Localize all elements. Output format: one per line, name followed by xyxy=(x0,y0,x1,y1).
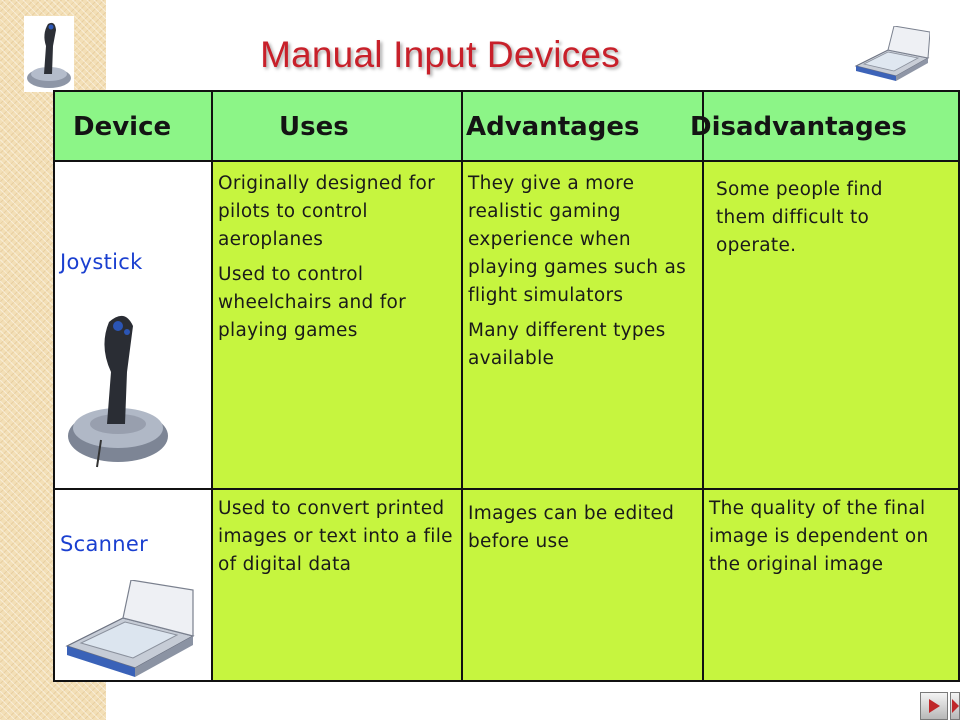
device-label-joystick: Joystick xyxy=(60,250,143,274)
device-cell-joystick: Joystick xyxy=(53,160,213,490)
advantages-text: Many different types available xyxy=(468,320,666,369)
device-label-scanner: Scanner xyxy=(60,532,149,556)
header-disadvantages-label: Disadvantages xyxy=(690,112,907,142)
joystick-icon xyxy=(24,16,74,92)
table-row-scanner: Scanner Used to convert printed images o… xyxy=(53,488,960,682)
header-uses-label: Uses xyxy=(279,112,349,142)
last-slide-button[interactable] xyxy=(950,692,960,720)
devices-table: Device Uses Advantages Disadvantages Joy… xyxy=(53,90,960,682)
disadvantages-cell-scanner: The quality of the final image is depend… xyxy=(702,488,960,682)
advantages-text: They give a more realistic gaming experi… xyxy=(468,173,687,306)
header-row: Device Uses Advantages Disadvantages xyxy=(53,90,960,162)
slide-title: Manual Input Devices xyxy=(260,34,620,75)
header-device-label: Device xyxy=(73,112,172,142)
next-slide-icon xyxy=(929,699,940,713)
next-slide-button[interactable] xyxy=(920,692,948,720)
advantages-text: Images can be edited before use xyxy=(468,503,675,552)
table-row-joystick: Joystick Originally designed for pilots … xyxy=(53,160,960,490)
advantages-cell-joystick: They give a more realistic gaming experi… xyxy=(461,160,704,490)
disadvantages-cell-joystick: Some people find them difficult to opera… xyxy=(702,160,960,490)
header-advantages: Advantages xyxy=(461,90,704,162)
disadvantages-text: Some people find them difficult to opera… xyxy=(716,179,883,256)
disadvantages-text: The quality of the final image is depend… xyxy=(709,498,929,575)
uses-text: Used to convert printed images or text i… xyxy=(218,498,453,575)
advantages-cell-scanner: Images can be edited before use xyxy=(461,488,704,682)
header-advantages-label: Advantages xyxy=(466,112,640,142)
joystick-photo xyxy=(68,315,168,468)
uses-cell-joystick: Originally designed for pilots to contro… xyxy=(211,160,463,490)
uses-text: Originally designed for pilots to contro… xyxy=(218,173,436,250)
scanner-photo xyxy=(65,580,195,677)
scanner-icon xyxy=(854,26,930,81)
uses-text: Used to control wheelchairs and for play… xyxy=(218,264,407,341)
device-cell-scanner: Scanner xyxy=(53,488,213,682)
header-uses: Uses xyxy=(211,90,463,162)
uses-cell-scanner: Used to convert printed images or text i… xyxy=(211,488,463,682)
last-slide-icon xyxy=(952,699,959,713)
header-disadvantages: Disadvantages xyxy=(690,90,960,162)
header-device: Device xyxy=(53,90,213,162)
